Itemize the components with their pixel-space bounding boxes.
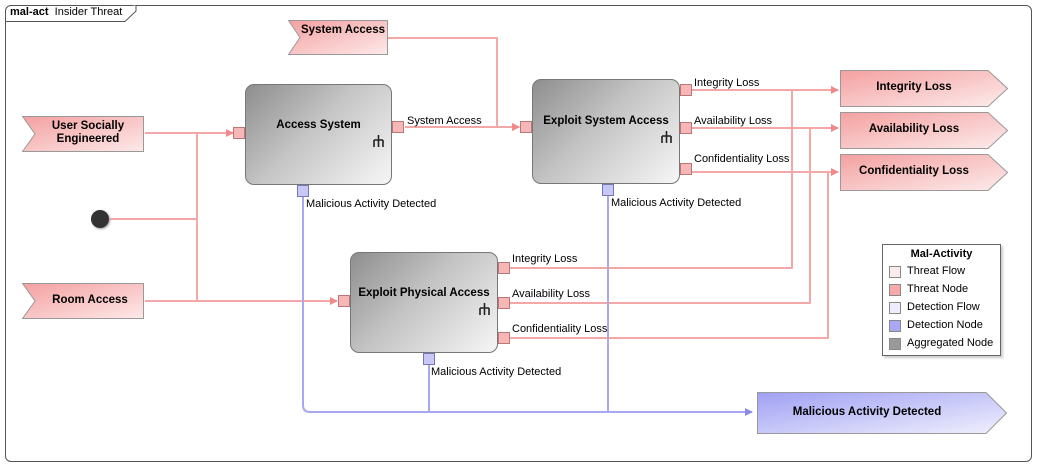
pin-epa-detect [423, 353, 435, 365]
pin-epa-in [338, 295, 350, 307]
legend-label: Detection Flow [907, 301, 980, 313]
diagram-frame [5, 5, 1032, 462]
input-user-socially-engineered-shape [22, 116, 144, 152]
flow-label-epa-confidentiality: Confidentiality Loss [512, 323, 608, 335]
action-exploit-system-access-title: Exploit System Access [543, 115, 669, 127]
flow-label-esa-integrity: Integrity Loss [694, 77, 760, 89]
input-room-access-label: Room Access [52, 294, 128, 306]
rake-icon [479, 303, 490, 315]
rake-icon [661, 131, 672, 143]
flow-epa-confidentiality [510, 172, 829, 339]
pin-access-system-out [392, 121, 404, 133]
flow-label-epa-availability: Availability Loss [512, 288, 591, 300]
threat-flow-lines [110, 37, 839, 339]
pin-access-system-in [233, 127, 245, 139]
pin-esa-in [520, 121, 532, 133]
pin-esa-integrity [680, 84, 692, 96]
action-access-system-title: Access System [276, 119, 361, 131]
output-availability-loss-shape [840, 112, 1008, 149]
frame-tab-shape [5, 5, 137, 22]
legend-swatch [889, 320, 901, 332]
initial-node [91, 210, 109, 228]
pin-epa-availability [498, 297, 510, 309]
input-user-socially-engineered: User Socially Engineered [22, 116, 144, 152]
output-malicious-activity-detected: Malicious Activity Detected [757, 392, 1007, 434]
action-access-system[interactable]: Access System [245, 84, 392, 185]
flow-label-mad-epa: Malicious Activity Detected [431, 366, 562, 378]
pin-esa-availability [680, 122, 692, 134]
pin-esa-confidentiality [680, 163, 692, 175]
flow-label-mad-esa: Malicious Activity Detected [611, 197, 742, 209]
input-system-access-shape [288, 20, 388, 55]
pin-epa-confidentiality [498, 332, 510, 344]
output-integrity-loss-label: Integrity Loss [876, 81, 952, 93]
input-system-access: System Access [288, 20, 388, 55]
input-room-access: Room Access [22, 283, 144, 319]
legend-swatch [889, 266, 901, 278]
pin-access-system-detect [297, 185, 309, 197]
output-malicious-activity-detected-shape [757, 392, 1007, 434]
output-integrity-loss: Integrity Loss [840, 70, 1008, 107]
frame-kind: mal-act [10, 6, 49, 18]
flow-epa-integrity [510, 90, 793, 269]
legend-swatch [889, 302, 901, 314]
output-integrity-loss-shape [840, 70, 1008, 107]
output-availability-loss-label: Availability Loss [868, 123, 960, 135]
flow-epa-availability [510, 128, 811, 304]
flow-mad-access-system [302, 197, 753, 416]
action-exploit-physical-access-title: Exploit Physical Access [358, 287, 490, 299]
frame-title: mal-act Insider Threat [10, 6, 122, 18]
legend-swatch [889, 284, 901, 296]
legend-swatch [889, 338, 901, 350]
rake-icon [373, 135, 384, 147]
input-user-socially-engineered-label: User Socially Engineered [51, 120, 125, 145]
pin-epa-integrity [498, 262, 510, 274]
flow-label-system-access: System Access [407, 115, 482, 127]
legend: Mal-Activity Threat Flow Threat Node Det… [882, 244, 1001, 356]
flow-system-access-input [388, 37, 520, 131]
flow-label-esa-confidentiality: Confidentiality Loss [694, 153, 790, 165]
frame-name: Insider Threat [54, 6, 123, 18]
detection-flow-lines [302, 194, 753, 416]
input-room-access-shape [22, 283, 144, 319]
output-malicious-activity-detected-label: Malicious Activity Detected [792, 406, 942, 418]
flow-label-esa-availability: Availability Loss [694, 115, 773, 127]
legend-label: Detection Node [907, 319, 983, 331]
output-confidentiality-loss-shape [840, 154, 1008, 191]
flow-label-mad-access-system: Malicious Activity Detected [306, 198, 437, 210]
output-confidentiality-loss: Confidentiality Loss [840, 154, 1008, 191]
action-exploit-system-access[interactable]: Exploit System Access [532, 79, 680, 184]
legend-title: Mal-Activity [910, 248, 973, 260]
legend-label: Threat Node [907, 283, 969, 295]
output-confidentiality-loss-label: Confidentiality Loss [859, 165, 969, 177]
output-availability-loss: Availability Loss [840, 112, 1008, 149]
input-system-access-label: System Access [301, 24, 385, 36]
action-exploit-physical-access[interactable]: Exploit Physical Access [350, 252, 498, 353]
legend-label: Threat Flow [907, 265, 966, 277]
legend-label: Aggregated Node [907, 337, 994, 349]
pin-esa-detect [602, 184, 614, 196]
flow-label-epa-integrity: Integrity Loss [512, 253, 578, 265]
